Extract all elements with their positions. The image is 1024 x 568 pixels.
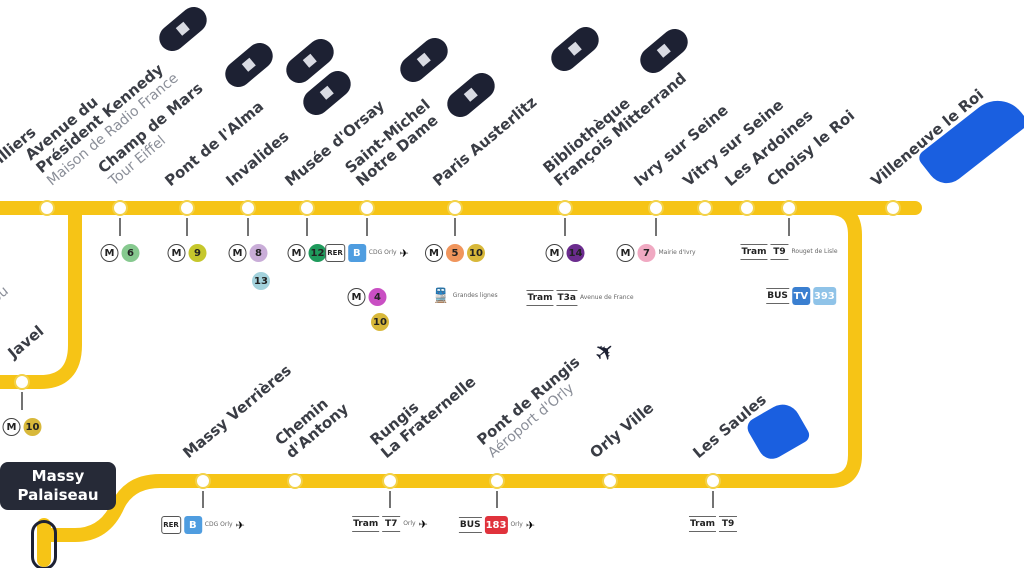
line-badge[interactable]: B xyxy=(183,516,202,534)
station-dot[interactable] xyxy=(299,200,315,216)
station-dot[interactable] xyxy=(359,200,375,216)
metro-line-badge[interactable]: 13 xyxy=(252,272,270,290)
station-dot[interactable] xyxy=(885,200,901,216)
station-dot[interactable] xyxy=(705,473,721,489)
metro-icon: M xyxy=(100,244,119,262)
metro-icon: M xyxy=(616,244,635,262)
station-dot[interactable] xyxy=(195,473,211,489)
station-dot[interactable] xyxy=(112,200,128,216)
line-badge[interactable]: 393 xyxy=(812,287,836,305)
rer-icon: RER xyxy=(161,516,181,534)
metro-line-badge[interactable]: 5 xyxy=(446,244,464,262)
connection-note: Orly xyxy=(510,521,523,528)
metro-line-badge[interactable]: 6 xyxy=(121,244,140,262)
station-dot[interactable] xyxy=(648,200,664,216)
metro-icon: M xyxy=(347,288,366,306)
connection-note: Grandes lignes xyxy=(452,292,498,299)
tram-bus-badge[interactable]: T9 xyxy=(770,244,789,260)
connection-note: Rouget de Lisle xyxy=(791,248,838,255)
station-dot[interactable] xyxy=(39,200,55,216)
metro-line-badge[interactable]: 14 xyxy=(566,244,585,262)
metro-line-badge[interactable]: 12 xyxy=(308,244,327,262)
terminus-name: Palaiseau xyxy=(17,486,99,504)
tram-bus-badge[interactable]: Tram xyxy=(688,516,717,532)
station-dot[interactable] xyxy=(179,200,195,216)
station-dot[interactable] xyxy=(739,200,755,216)
tram-bus-badge[interactable]: Tram xyxy=(740,244,768,260)
station-dot[interactable] xyxy=(382,473,398,489)
metro-icon: M xyxy=(287,244,306,262)
metro-icon: M xyxy=(228,244,247,262)
metro-line-badge[interactable]: 8 xyxy=(249,244,268,262)
tram-bus-badge[interactable]: BUS xyxy=(766,288,789,304)
connection-group: 13 xyxy=(252,272,270,290)
metro-line-badge[interactable]: 10 xyxy=(371,313,389,331)
track-loop xyxy=(43,201,862,542)
airplane-icon: ✈ xyxy=(525,518,536,532)
tram-bus-badge[interactable]: BUS xyxy=(458,517,482,533)
connection-note: Avenue de France xyxy=(579,294,634,301)
connection-note: CDG Orly xyxy=(368,249,397,256)
metro-icon: M xyxy=(545,244,564,262)
airplane-icon: ✈ xyxy=(418,517,428,531)
terminus-name: Massy xyxy=(31,467,85,485)
metro-line-badge[interactable]: 4 xyxy=(368,288,387,306)
tram-bus-badge[interactable]: T3a xyxy=(556,290,577,306)
line-badge[interactable]: TV xyxy=(791,287,810,305)
station-dot[interactable] xyxy=(447,200,463,216)
terminus-massy-palaiseau[interactable]: Massy Palaiseau xyxy=(0,462,116,510)
track-branch xyxy=(0,201,82,389)
metro-line-badge[interactable]: 10 xyxy=(23,418,42,436)
tram-bus-badge[interactable]: T7 xyxy=(382,516,401,532)
connection-group: 10 xyxy=(371,313,389,331)
connection-group: 🚆Grandes lignes xyxy=(432,288,497,304)
station-dot[interactable] xyxy=(287,473,303,489)
metro-icon: M xyxy=(167,244,186,262)
station-dot[interactable] xyxy=(557,200,573,216)
station-dot[interactable] xyxy=(240,200,256,216)
rer-icon: RER xyxy=(325,244,345,262)
terminus-marker xyxy=(31,520,57,568)
airplane-icon: ✈ xyxy=(399,246,409,260)
tram-bus-badge[interactable]: Tram xyxy=(352,516,380,532)
connection-note: Orly xyxy=(403,520,416,527)
train-icon: 🚆 xyxy=(432,288,450,304)
station-dot[interactable] xyxy=(697,200,713,216)
station-dot[interactable] xyxy=(781,200,797,216)
line-badge[interactable]: B xyxy=(347,244,366,262)
metro-line-badge[interactable]: 7 xyxy=(637,244,656,262)
metro-icon: M xyxy=(2,418,21,436)
line-badge[interactable]: 183 xyxy=(484,516,508,534)
tram-bus-badge[interactable]: T9 xyxy=(719,516,738,532)
metro-icon: M xyxy=(425,244,443,262)
connection-note: CDG Orly xyxy=(204,521,233,528)
tram-bus-badge[interactable]: Tram xyxy=(526,290,554,306)
metro-line-badge[interactable]: 10 xyxy=(467,244,485,262)
station-dot[interactable] xyxy=(14,374,30,390)
metro-line-badge[interactable]: 9 xyxy=(188,244,207,262)
station-dot[interactable] xyxy=(602,473,618,489)
connection-note: Mairie d'Ivry xyxy=(658,249,696,256)
airplane-icon: ✈ xyxy=(235,518,245,532)
station-dot[interactable] xyxy=(489,473,505,489)
